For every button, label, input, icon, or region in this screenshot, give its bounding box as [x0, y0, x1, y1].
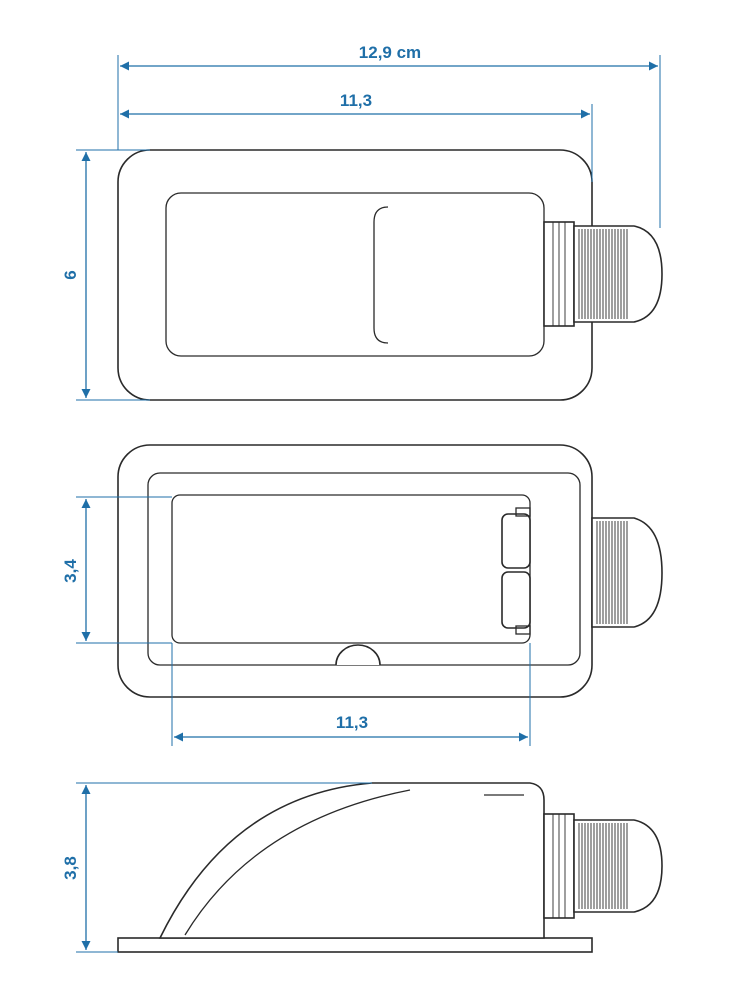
dimension-top-body-length: 11,3: [117, 91, 593, 182]
bottom-view: [117, 444, 663, 698]
dimension-side-height: 3,8: [61, 782, 372, 953]
top-view-body: [117, 149, 593, 401]
bottom-view-cable-notch: [335, 644, 381, 666]
label-top-body-length: 11,3: [340, 91, 372, 110]
dimension-height-top-view: 6: [61, 149, 150, 401]
label-height-top-view: 6: [61, 270, 80, 279]
top-view-gland-nut-lines: [552, 222, 566, 326]
side-view-dome: [158, 782, 545, 939]
bottom-view-cable-holder-top: [501, 513, 531, 569]
side-view-base-plate: [117, 937, 593, 953]
dimension-inner-height: 3,4: [61, 496, 172, 644]
dimension-overall-length: 12,9 cm: [117, 43, 661, 228]
side-view-dome-crease: [184, 789, 411, 936]
top-view: [117, 149, 663, 401]
bottom-view-cable-holder-bottom: [501, 571, 531, 629]
label-inner-length: 11,3: [336, 713, 368, 732]
side-view: [117, 782, 663, 953]
side-view-gland-nut-lines: [552, 814, 566, 918]
label-side-height: 3,8: [61, 856, 80, 880]
bottom-view-holder-clip-bottom: [515, 625, 531, 635]
label-overall-length: 12,9 cm: [359, 43, 421, 62]
dimension-inner-length: 11,3: [171, 643, 531, 746]
bottom-view-gland-cap-ridges: [596, 521, 628, 624]
label-inner-height: 3,4: [61, 559, 80, 583]
side-view-gland-cap-ridges: [578, 823, 628, 909]
top-view-lid-seam: [373, 206, 389, 344]
bottom-view-cavity: [171, 494, 531, 644]
top-view-gland-cap-ridges: [578, 229, 628, 319]
bottom-view-holder-clip-top: [515, 507, 531, 517]
